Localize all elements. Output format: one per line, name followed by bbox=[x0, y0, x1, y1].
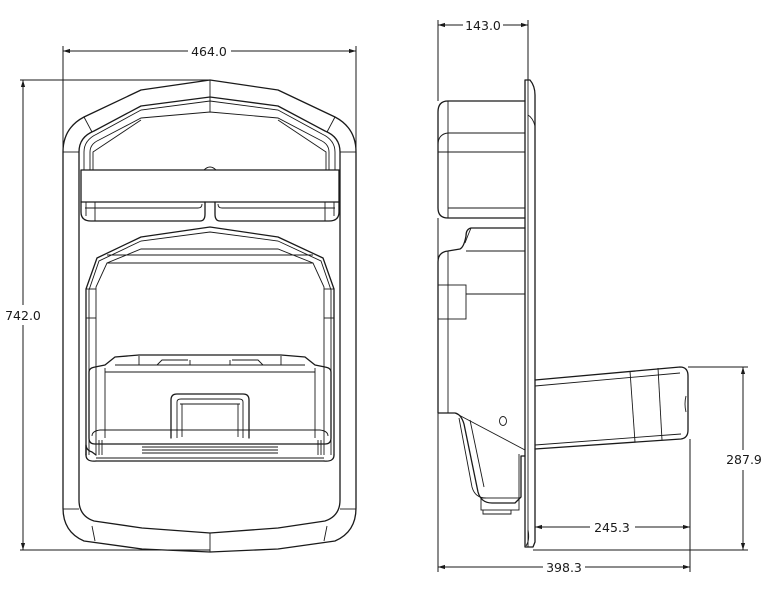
mounting-hole bbox=[499, 416, 507, 426]
front-inner-panel bbox=[78, 96, 341, 534]
dimension-arm-projection-245: 245.3 bbox=[535, 439, 691, 572]
side-view bbox=[437, 79, 689, 548]
dimension-depth-143: 143.0 bbox=[437, 18, 529, 101]
upper-handle-recess bbox=[89, 111, 330, 170]
lower-cradle bbox=[88, 354, 332, 445]
dim-label-width: 464.0 bbox=[191, 44, 227, 59]
mounting-plate bbox=[524, 79, 536, 548]
latch-tab bbox=[170, 393, 250, 439]
side-tab bbox=[437, 284, 467, 320]
upper-block bbox=[437, 100, 526, 219]
dim-label-arm-height: 287.9 bbox=[726, 452, 762, 467]
upper-bar bbox=[80, 169, 340, 203]
dimension-arm-height-287: 287.9 bbox=[533, 366, 762, 551]
middle-recess bbox=[85, 226, 335, 456]
dim-label-total-depth: 398.3 bbox=[546, 560, 582, 575]
dimension-height-742: 742.0 bbox=[2, 79, 210, 551]
dim-label-arm-projection: 245.3 bbox=[594, 520, 630, 535]
dimension-total-depth-398: 398.3 bbox=[437, 218, 690, 575]
front-outer-outline bbox=[62, 79, 357, 553]
lower-body bbox=[437, 227, 526, 504]
dimension-width-464: 464.0 bbox=[62, 44, 357, 152]
support-arm bbox=[534, 366, 689, 450]
front-view bbox=[62, 79, 357, 553]
dim-label-height: 742.0 bbox=[5, 308, 41, 323]
dim-label-body-depth: 143.0 bbox=[465, 18, 501, 33]
